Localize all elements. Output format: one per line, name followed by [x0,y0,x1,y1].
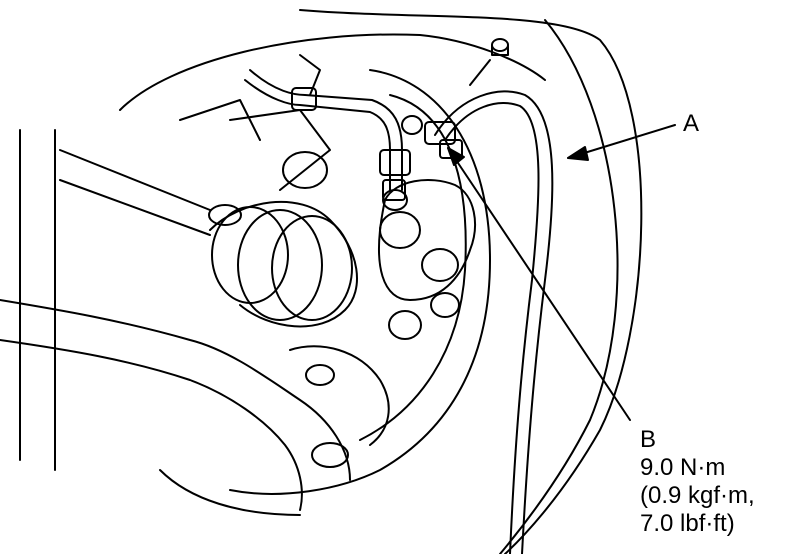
suspension-arm [0,129,351,511]
callout-label-b: B 9.0 N·m (0.9 kgf·m, 7.0 lbf·ft) [640,426,755,538]
torque-nm: 9.0 N·m [640,454,726,481]
bleeder-cap [469,38,509,86]
leader-line-a [567,124,676,161]
wheel-arch [119,9,643,554]
steering-knuckle [179,99,390,468]
torque-lbf: 7.0 lbf·ft) [640,510,735,537]
brake-hose-a [424,90,554,554]
brake-rotor [159,69,491,516]
drive-shaft-boot [59,149,358,328]
torque-kgf: (0.9 kgf·m, [640,482,755,509]
callout-label-a: A [683,110,700,137]
brake-line-metal [244,54,411,201]
brake-caliper [378,115,476,340]
callout-b-letter: B [640,426,657,453]
leader-line-b [447,147,631,421]
